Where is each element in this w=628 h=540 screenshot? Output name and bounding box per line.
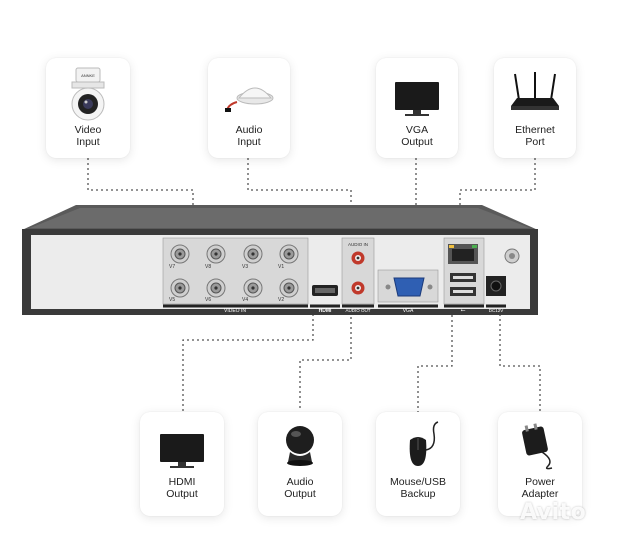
bnc-connector-pin <box>214 286 218 290</box>
card-hdmi-output: HDMI Output <box>140 412 224 516</box>
audio-out-label: AUDIO OUT <box>345 308 370 313</box>
line-video-input <box>87 158 194 242</box>
label-power-adapter: Power Adapter <box>521 476 559 500</box>
label-audio-input: Audio Input <box>235 124 263 148</box>
audio-in-label: AUDIO IN <box>348 242 368 247</box>
bnc-connector-pin <box>251 252 255 256</box>
line-power-adapter <box>499 290 541 416</box>
bnc-label: V1 <box>278 264 284 270</box>
line-audio-output <box>299 298 352 408</box>
label-audio-output: Audio Output <box>284 476 316 500</box>
svg-text:ANNKE: ANNKE <box>81 73 95 78</box>
mouse-icon <box>409 421 439 466</box>
card-power-adapter: Power Adapter <box>498 412 582 516</box>
card-audio-output: Audio Output <box>258 412 342 516</box>
card-ethernet-port: Ethernet Port <box>494 58 576 158</box>
label-ethernet-port: Ethernet Port <box>515 124 555 148</box>
bnc-label: V8 <box>205 264 211 270</box>
card-video-input: ANNKE Video Input <box>46 58 130 158</box>
tv-icon <box>160 434 204 468</box>
line-ethernet-port <box>459 158 536 244</box>
card-audio-input: Audio Input <box>208 58 290 158</box>
label-mouse-usb: Mouse/USB Backup <box>389 476 447 500</box>
video-in-label: VIDEO IN <box>224 308 246 314</box>
label-vga-output: VGA Output <box>401 124 433 148</box>
bnc-label: V2 <box>278 297 284 303</box>
vga-port <box>393 277 425 297</box>
bnc-connector-pin <box>251 286 255 290</box>
hdmi-label: HDMI <box>319 308 332 314</box>
router-icon <box>511 72 559 110</box>
microphone-icon <box>225 87 274 112</box>
label-video-input: Video Input <box>74 124 102 148</box>
bnc-label: V6 <box>205 297 211 303</box>
card-vga-output: VGA Output <box>376 58 458 158</box>
power-adapter-icon <box>522 423 553 470</box>
monitor-icon <box>395 82 439 116</box>
ptz-camera-icon: ANNKE <box>71 67 105 121</box>
label-hdmi-output: HDMI Output <box>166 476 198 500</box>
bnc-connector-pin <box>178 252 182 256</box>
usb-symbol: ⭠ <box>461 307 466 314</box>
dc-label: DC12V <box>489 308 504 313</box>
bnc-connector-pin <box>214 252 218 256</box>
bnc-label: V4 <box>242 297 248 303</box>
avito-watermark: Avito <box>520 500 587 525</box>
bnc-label: V7 <box>169 264 175 270</box>
bnc-connector-pin <box>287 286 291 290</box>
line-hdmi-output <box>182 300 314 426</box>
bnc-label: V5 <box>169 297 175 303</box>
line-mouse-usb <box>417 296 453 418</box>
bnc-connector-pin <box>178 286 182 290</box>
card-mouse-usb: Mouse/USB Backup <box>376 412 460 516</box>
bnc-label: V3 <box>242 264 248 270</box>
speaker-icon <box>286 426 314 466</box>
vga-label: VGA <box>403 308 414 314</box>
bnc-connector-pin <box>287 252 291 256</box>
